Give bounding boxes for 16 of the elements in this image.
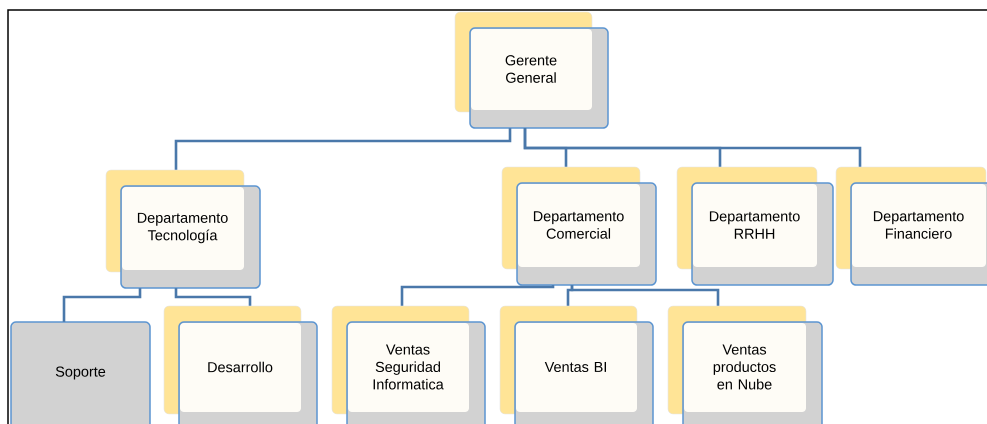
connector-line <box>570 285 720 306</box>
org-box: Departamento Comercial <box>502 166 657 286</box>
org-box: Departamento Tecnología <box>106 170 261 289</box>
org-box: Ventas productos en Nube <box>668 306 823 424</box>
org-box: Desarrollo <box>164 306 318 424</box>
org-box: Departamento RRHH <box>676 166 834 286</box>
org-box: Ventas Seguridad Informatica <box>332 306 486 424</box>
connector-line <box>62 288 142 322</box>
connector-line <box>524 128 862 167</box>
connector-line <box>174 128 512 170</box>
connector-line <box>174 288 252 306</box>
org-box: Soporte <box>10 321 151 424</box>
connector-line <box>400 285 554 306</box>
org-box: Ventas BI <box>500 306 654 424</box>
org-box: Gerente General <box>454 12 609 129</box>
org-box: Departamento Financiero <box>836 166 987 286</box>
